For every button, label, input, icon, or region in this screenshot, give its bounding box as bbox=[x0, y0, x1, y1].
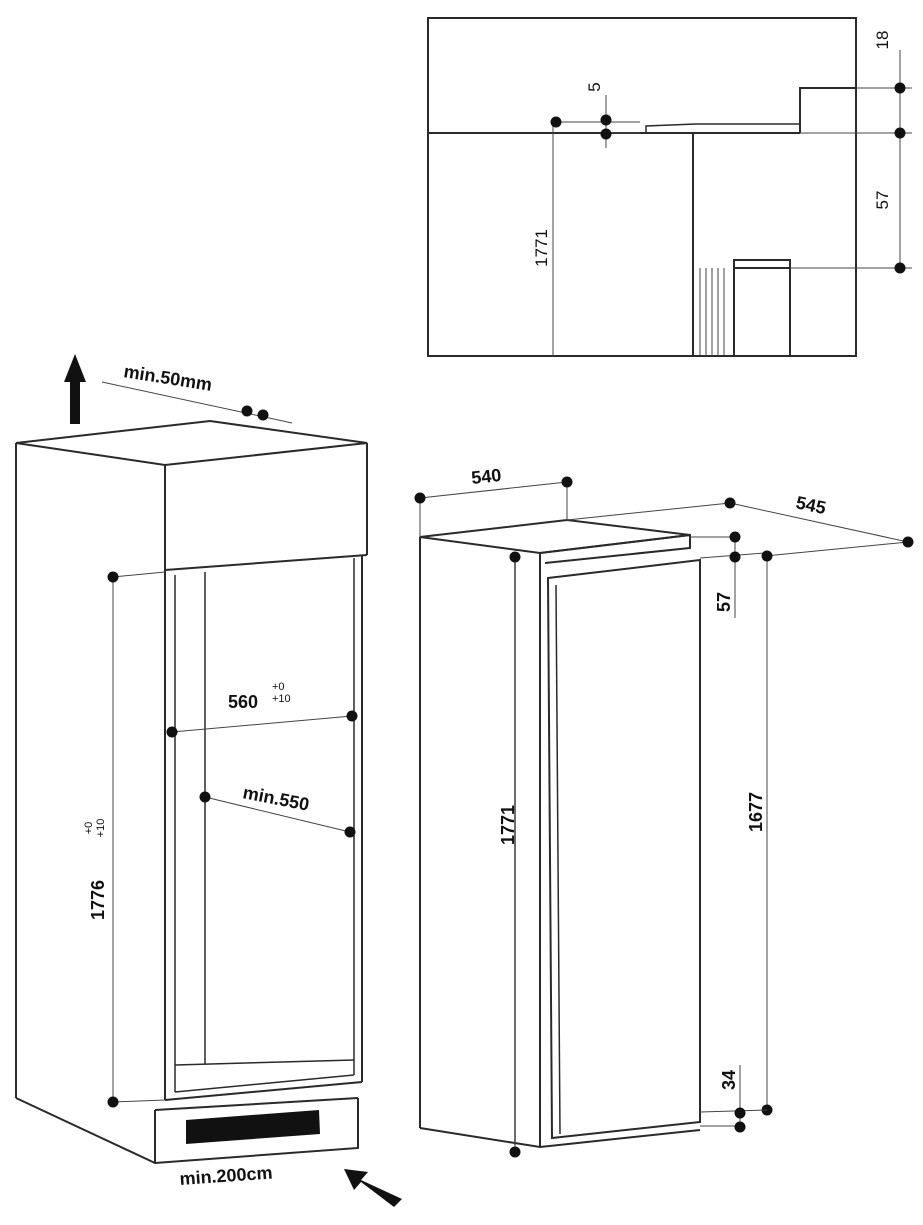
niche-back-bottom bbox=[174, 1059, 355, 1066]
dim-dot bbox=[600, 128, 612, 140]
cabinet-bottom-edge bbox=[15, 1097, 359, 1165]
label-1776-tol-plus: +0 bbox=[83, 822, 95, 835]
dim-dot bbox=[107, 571, 119, 583]
label-57: 57 bbox=[714, 592, 734, 612]
label-1776-tol-minus: +10 bbox=[95, 819, 107, 838]
label-min-200cm: min.200cm bbox=[179, 1163, 273, 1189]
dim-560-line bbox=[171, 715, 353, 733]
dim-dot bbox=[509, 1146, 521, 1158]
fridge-top-panel bbox=[539, 533, 691, 564]
dim-dot bbox=[344, 826, 356, 838]
label-560-tol-minus: +10 bbox=[272, 693, 291, 705]
niche-floor-inner bbox=[174, 1074, 355, 1093]
dim-label-1771-top: 1771 bbox=[532, 229, 551, 267]
hinge-plate bbox=[645, 123, 800, 133]
dim-label-18: 18 bbox=[873, 31, 892, 50]
dim-34-ext-a bbox=[699, 1109, 768, 1113]
dim-545-line bbox=[729, 502, 909, 543]
niche-floor-front bbox=[164, 1081, 363, 1101]
label-560: 560 bbox=[228, 692, 258, 712]
fridge-top bbox=[419, 518, 691, 555]
label-545: 545 bbox=[794, 492, 828, 518]
dim-545-line-a bbox=[566, 502, 731, 521]
dim-dot bbox=[241, 405, 253, 417]
label-540: 540 bbox=[470, 465, 502, 488]
ventilation-grille bbox=[186, 1110, 320, 1144]
dim-dot bbox=[729, 531, 741, 543]
label-34: 34 bbox=[719, 1070, 739, 1090]
cabinet-niche: min.50mm 1776 +0 +10 560 +0 +10 min.550 … bbox=[15, 354, 402, 1207]
arrow-up-icon bbox=[64, 354, 86, 424]
dim-dot bbox=[550, 116, 562, 128]
label-1771: 1771 bbox=[498, 805, 518, 845]
dim-dot bbox=[166, 726, 178, 738]
cabinet-outer-top bbox=[15, 419, 368, 467]
label-1677: 1677 bbox=[746, 792, 766, 832]
dim-dot bbox=[346, 710, 358, 722]
dim-dot bbox=[894, 127, 906, 139]
fridge-unit: 540 545 57 1771 1677 34 bbox=[414, 465, 914, 1158]
dim-dot bbox=[761, 550, 773, 562]
dim-dot bbox=[257, 409, 269, 421]
dim-dot bbox=[734, 1121, 746, 1133]
dim-label-5: 5 bbox=[585, 82, 604, 91]
dim-dot bbox=[561, 476, 573, 488]
dim-dot bbox=[414, 492, 426, 504]
detail-frame bbox=[427, 17, 857, 357]
plinth-top bbox=[154, 1097, 359, 1111]
dim-dot bbox=[724, 497, 736, 509]
label-min-550: min.550 bbox=[241, 782, 311, 814]
dim-dot bbox=[894, 82, 906, 94]
dim-550-line bbox=[204, 796, 351, 833]
dim-540-line bbox=[419, 481, 568, 499]
top-detail-view: 18 5 57 1771 bbox=[427, 17, 912, 357]
door-block bbox=[733, 259, 791, 357]
label-560-tol-plus: +0 bbox=[272, 681, 285, 693]
dim-dot bbox=[600, 114, 612, 126]
fridge-door bbox=[546, 558, 701, 1140]
dim-545-line-b bbox=[764, 541, 909, 557]
top-panel-edge bbox=[799, 87, 856, 133]
fridge-door-hinge-side bbox=[555, 584, 561, 1135]
label-1776: 1776 bbox=[88, 880, 108, 920]
dim-dot bbox=[734, 1107, 746, 1119]
dim-dot bbox=[107, 1096, 119, 1108]
dim-dot bbox=[894, 262, 906, 274]
dim-dot bbox=[509, 551, 521, 563]
dim-1776-ext-top bbox=[112, 571, 166, 578]
dim-dot bbox=[199, 791, 211, 803]
dim-1776-ext-bottom bbox=[112, 1099, 166, 1103]
cabinet-top-bottom bbox=[164, 554, 368, 571]
dim-dot bbox=[902, 536, 914, 548]
arrow-diagonal-icon bbox=[344, 1169, 402, 1207]
dim-dot bbox=[729, 551, 741, 563]
dim-label-57-top: 57 bbox=[873, 191, 892, 210]
